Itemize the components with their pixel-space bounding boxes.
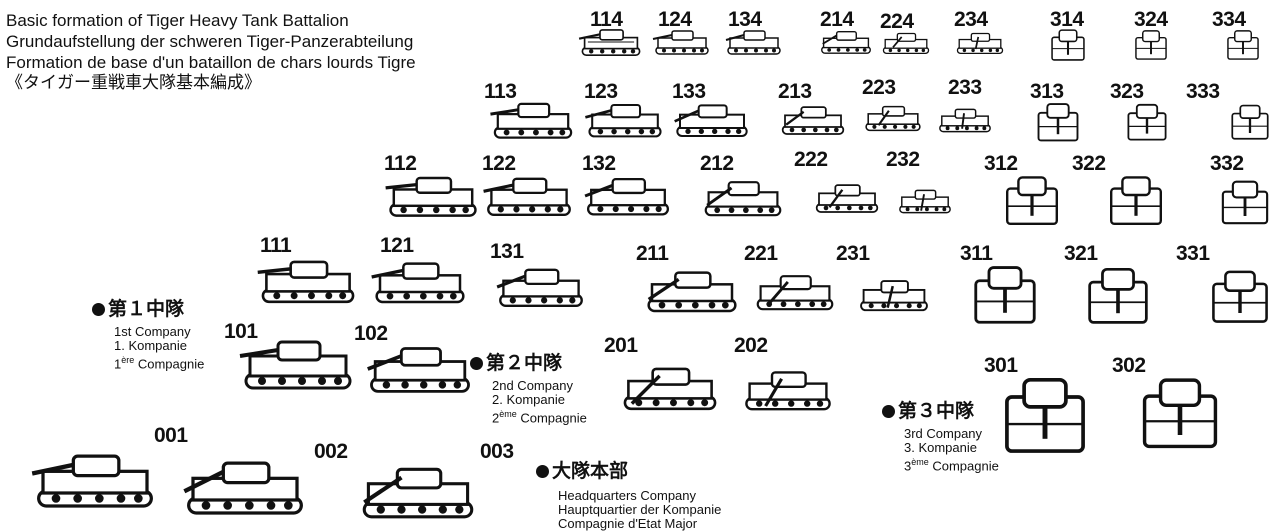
tiger-tank-icon (812, 168, 882, 228)
title-english: Basic formation of Tiger Heavy Tank Batt… (6, 10, 416, 31)
bullet-icon (882, 405, 895, 418)
tank-number-322: 322 (1072, 152, 1106, 176)
tiger-tank-icon (578, 24, 644, 60)
tiger-tank-front-icon (1134, 24, 1168, 64)
tiger-tank-front-icon (1002, 368, 1088, 458)
tiger-tank-icon (494, 258, 588, 316)
tiger-tank-icon (862, 94, 924, 142)
tiger-tank-front-icon (1036, 98, 1080, 144)
company-2-fr: 2ème Compagnie (492, 407, 587, 425)
bullet-icon (536, 465, 549, 478)
tiger-tank-front-icon (1230, 98, 1270, 144)
company-3-de: 3. Kompanie (904, 441, 999, 455)
tiger-tank-front-icon (972, 260, 1038, 326)
tiger-tank-icon (384, 170, 482, 222)
tiger-tank-front-icon (1210, 260, 1270, 330)
tiger-tank-icon (364, 336, 476, 402)
tiger-tank-front-icon (1226, 24, 1260, 64)
tiger-tank-icon (778, 98, 848, 142)
tiger-tank-icon (700, 170, 786, 226)
hq-de: Hauptquartier der Kompanie (558, 503, 721, 517)
company-1-fr: 1ère Compagnie (114, 353, 204, 371)
tiger-tank-icon (618, 350, 722, 426)
tiger-tank-icon (238, 332, 358, 396)
tiger-tank-icon (954, 24, 1006, 62)
tiger-tank-icon (818, 24, 874, 60)
tiger-tank-icon (936, 96, 994, 144)
tiger-tank-front-icon (1108, 170, 1164, 228)
company-1-jp: 第１中隊 (108, 298, 184, 320)
tank-number-333: 333 (1186, 80, 1220, 104)
company-3-en: 3rd Company (904, 427, 999, 441)
company-3-label: 第３中隊 3rd Company 3. Kompanie 3ème Compag… (882, 396, 999, 473)
tiger-tank-front-icon (1220, 172, 1270, 230)
tiger-tank-front-icon (1140, 368, 1220, 454)
tiger-tank-front-icon (1086, 260, 1150, 328)
tiger-tank-icon (752, 260, 838, 324)
tiger-tank-icon (582, 170, 674, 222)
company-2-jp: 第２中隊 (486, 352, 562, 374)
tiger-tank-icon (482, 170, 576, 222)
tiger-tank-icon (256, 252, 360, 310)
tiger-tank-icon (652, 24, 712, 60)
tank-number-003: 003 (480, 440, 514, 464)
company-3-jp: 第３中隊 (898, 400, 974, 422)
tiger-tank-icon (356, 454, 480, 530)
hq-company-label: 大隊本部 Headquarters Company Hauptquartier … (536, 456, 721, 531)
company-1-en: 1st Company (114, 325, 204, 339)
tiger-tank-icon (642, 260, 742, 322)
company-2-de: 2. Kompanie (492, 393, 587, 407)
company-2-label: 第２中隊 2nd Company 2. Kompanie 2ème Compag… (470, 348, 587, 425)
tiger-tank-icon (30, 442, 160, 518)
tiger-tank-icon (180, 448, 310, 526)
tank-number-002: 002 (314, 440, 348, 464)
tiger-tank-icon (370, 252, 470, 312)
bullet-icon (470, 357, 483, 370)
diagram-title-block: Basic formation of Tiger Heavy Tank Batt… (6, 10, 416, 94)
tiger-tank-icon (896, 170, 954, 232)
tiger-tank-icon (488, 98, 578, 142)
title-japanese: 《タイガー重戦車大隊基本編成》 (6, 73, 416, 94)
tiger-tank-icon (724, 24, 784, 60)
tiger-tank-icon (856, 262, 932, 328)
tiger-tank-icon (740, 352, 836, 428)
hq-en: Headquarters Company (558, 489, 721, 503)
hq-jp: 大隊本部 (552, 460, 628, 482)
tiger-tank-front-icon (1050, 24, 1086, 64)
title-french: Formation de base d'un bataillon de char… (6, 52, 416, 73)
company-2-en: 2nd Company (492, 379, 587, 393)
title-german: Grundaufstellung der schweren Tiger-Panz… (6, 31, 416, 52)
tiger-tank-front-icon (1126, 98, 1168, 144)
bullet-icon (92, 303, 105, 316)
tiger-tank-icon (584, 98, 666, 142)
tiger-tank-front-icon (1004, 170, 1060, 228)
company-1-de: 1. Kompanie (114, 339, 204, 353)
company-3-fr: 3ème Compagnie (904, 455, 999, 473)
tiger-tank-icon (880, 24, 932, 62)
hq-fr: Compagnie d'Etat Major (558, 517, 721, 531)
tank-number-331: 331 (1176, 242, 1210, 266)
tiger-tank-icon (672, 98, 752, 142)
company-1-label: 第１中隊 1st Company 1. Kompanie 1ère Compag… (92, 294, 204, 371)
tank-number-232: 232 (886, 148, 920, 172)
